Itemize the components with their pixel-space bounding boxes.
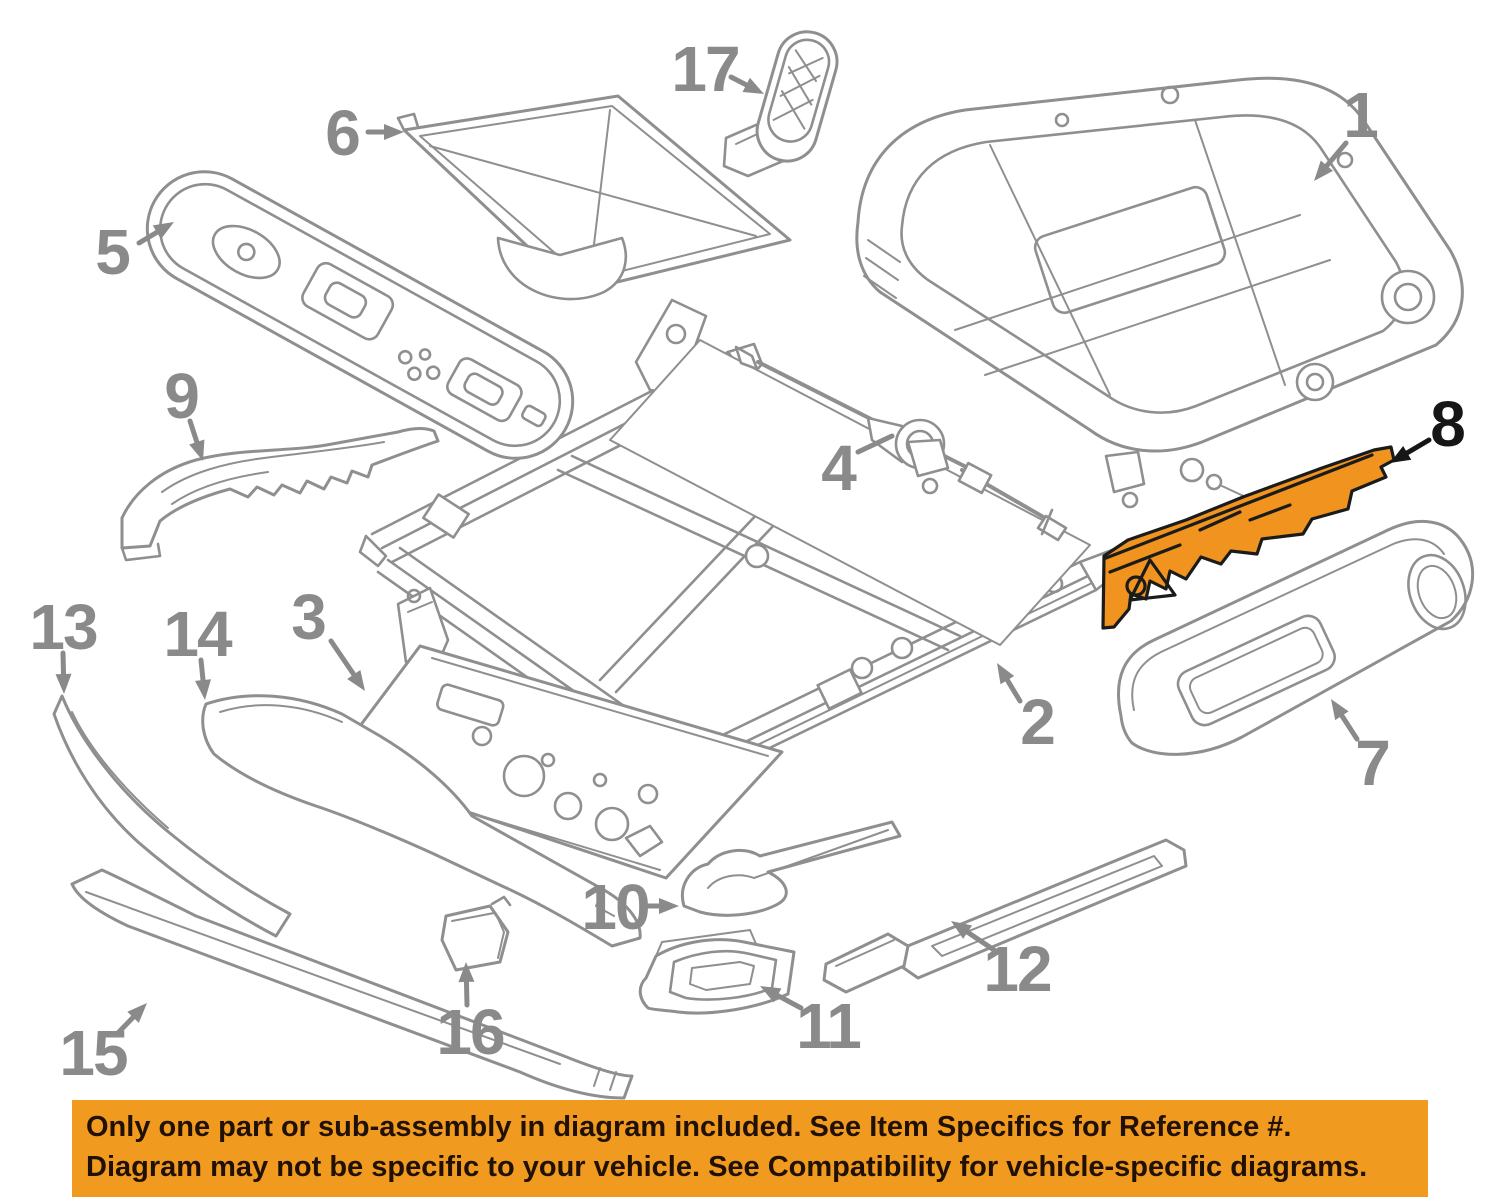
callout-arrow-line-4 [855,433,895,455]
callout-arrowhead-17 [742,77,764,94]
callout-label-15: 15 [59,1017,127,1089]
callout-arrow-line-16 [463,975,470,1008]
callout-label-4: 4 [821,432,857,504]
callout-label-1: 1 [1343,79,1377,151]
callout-label-17: 17 [671,33,738,105]
part-10-art [681,820,902,917]
callout-1: 1 [1314,79,1379,181]
callout-17: 17 [671,33,764,105]
callout-7: 7 [1331,699,1391,799]
callout-arrowhead-7 [1331,699,1349,721]
part-7-art [1116,519,1475,756]
callout-14: 14 [163,598,235,700]
callout-arrowhead-9 [189,439,205,461]
callout-arrow-line-13 [60,650,67,681]
callout-arrowhead-1 [1314,160,1334,181]
callout-label-6: 6 [325,97,359,169]
callout-15: 15 [59,1003,147,1089]
callout-arrow-line-3 [328,638,359,681]
callout-16: 16 [436,962,506,1068]
part-13-art [52,694,292,938]
disclaimer-line-2: Diagram may not be specific to your vehi… [86,1151,1368,1183]
callout-4: 4 [821,432,895,504]
part-1-art [855,76,1464,510]
callout-5: 5 [95,216,174,288]
callout-arrow-line-1 [1321,140,1349,172]
callout-label-12: 12 [983,933,1051,1005]
callout-label-8: 8 [1430,388,1464,460]
callout-label-7: 7 [1355,727,1389,799]
part-16-art [440,895,512,972]
callout-arrow-line-12 [961,927,997,953]
callout-3: 3 [291,581,365,691]
callout-2: 2 [997,663,1056,758]
callout-label-9: 9 [164,360,198,432]
callout-label-16: 16 [436,996,504,1068]
callout-label-14: 14 [163,598,233,670]
callout-arrow-line-14 [198,657,206,687]
callout-arrowhead-11 [760,986,782,1003]
part-17-art [722,30,839,178]
callout-9: 9 [164,360,205,461]
callout-arrowhead-14 [195,679,211,700]
part-8-art-highlighted [1101,445,1396,630]
callout-arrowhead-12 [951,921,973,939]
callout-label-10: 10 [581,871,648,943]
callout-arrow-line-7 [1337,709,1360,742]
callout-arrowhead-16 [458,962,475,983]
callout-arrowhead-5 [152,222,174,240]
callout-6: 6 [325,97,404,169]
part-6-art [396,94,792,301]
part-5-art [145,170,575,460]
callout-13: 13 [29,591,99,694]
callout-8: 8 [1390,388,1466,463]
part-3-art [328,586,784,880]
part-15-art [70,868,634,1100]
callout-arrowhead-6 [384,124,404,140]
part-14-art [201,694,642,948]
callout-arrow-line-15 [113,1011,139,1038]
callout-arrow-line-2 [1002,674,1023,704]
disclaimer-line-1: Only one part or sub-assembly in diagram… [86,1111,1292,1143]
callout-arrowhead-15 [127,1003,147,1023]
callout-arrow-line-9 [187,418,201,449]
callout-arrow-line-5 [136,227,163,246]
part-9-art [120,427,440,562]
callout-label-3: 3 [291,581,325,653]
part-12-art [822,838,1188,994]
callout-arrow-line-8 [1401,437,1432,458]
callout-arrow-line-11 [771,991,804,1011]
callout-arrowhead-10 [659,898,679,914]
part-11-art [638,929,796,1015]
callout-11: 11 [760,986,862,1062]
callout-label-5: 5 [95,216,129,288]
callout-arrowhead-8 [1390,445,1412,463]
callout-arrowhead-2 [997,663,1015,685]
callout-10: 10 [581,871,679,943]
callout-label-11: 11 [796,990,860,1062]
callout-label-2: 2 [1020,686,1054,758]
callout-arrowhead-13 [55,673,72,694]
disclaimer-banner: Only one part or sub-assembly in diagram… [72,1100,1428,1197]
callout-arrowhead-3 [347,669,365,691]
callout-12: 12 [951,921,1053,1005]
